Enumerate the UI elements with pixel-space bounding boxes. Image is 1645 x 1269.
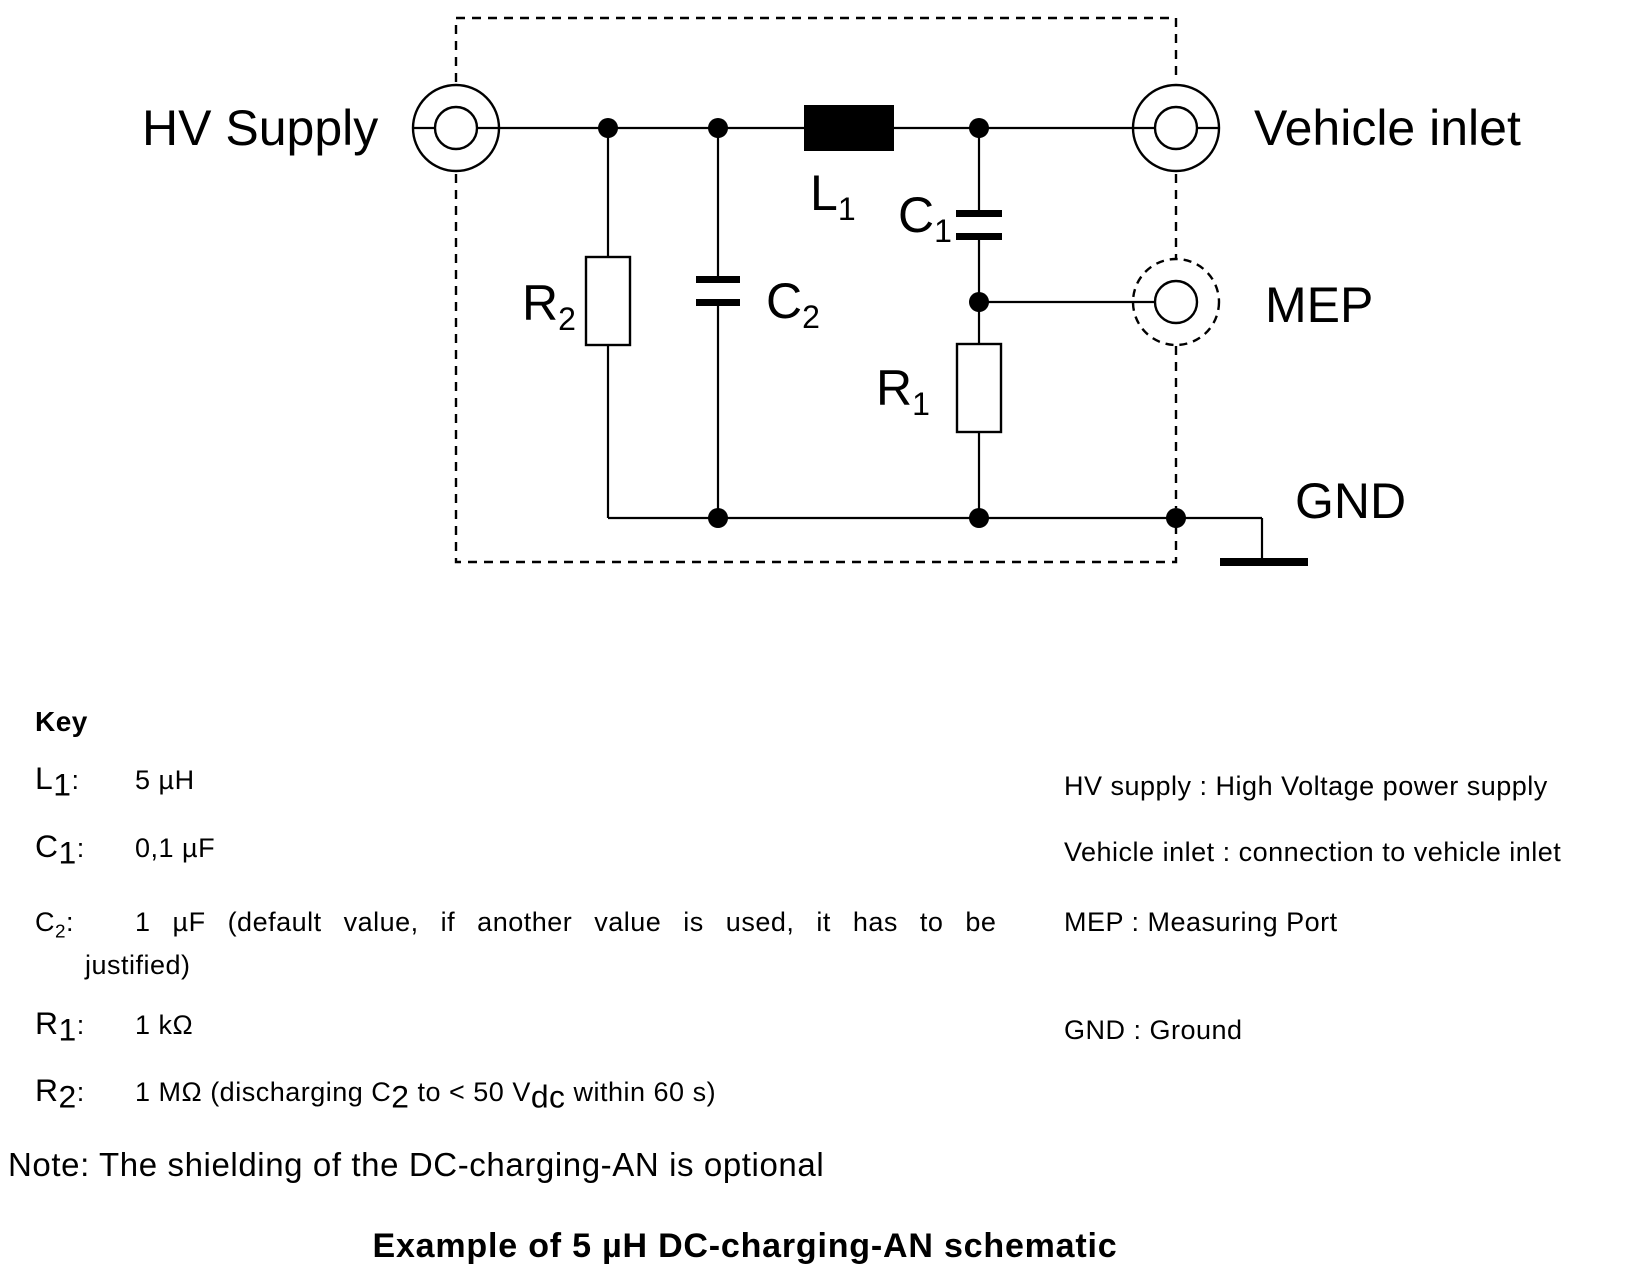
junction-dots — [598, 118, 1186, 528]
figure-caption: Example of 5 µH DC-charging-AN schematic — [372, 1227, 1118, 1265]
shield-enclosure — [454, 16, 1178, 564]
key-item-c2: C2:1 µF (default value, if another value… — [35, 907, 997, 943]
l1-label: L1 — [810, 165, 856, 227]
abbrev-mep: MEP : Measuring Port — [1064, 907, 1338, 937]
hv-supply-label: HV Supply — [142, 100, 378, 156]
key-item-c2-continued: justified) — [85, 950, 191, 980]
r2-label: R2 — [522, 275, 576, 337]
key-title: Key — [35, 706, 88, 737]
capacitor-c1 — [956, 210, 1002, 240]
mep-connector — [1131, 257, 1221, 347]
abbrev-gnd: GND : Ground — [1064, 1015, 1243, 1045]
abbrev-hv-supply: HV supply : High Voltage power supply — [1064, 771, 1548, 801]
resistor-r1 — [955, 342, 1003, 434]
c2-label: C2 — [766, 273, 820, 335]
vehicle-inlet-connector — [1131, 83, 1221, 173]
ground-symbol — [1220, 558, 1308, 566]
key-item-r1: R1:1 kΩ — [35, 1005, 194, 1048]
shielding-note: Note: The shielding of the DC-charging-A… — [8, 1146, 825, 1183]
gnd-label: GND — [1295, 473, 1406, 529]
key-item-l1: L1:5 µH — [35, 760, 195, 803]
inductor-l1 — [804, 105, 894, 151]
c1-label: C1 — [898, 187, 952, 249]
abbrev-vehicle-inlet: Vehicle inlet : connection to vehicle in… — [1064, 837, 1562, 867]
capacitor-c2 — [696, 276, 740, 306]
r1-label: R1 — [876, 360, 930, 422]
key-item-c1: C1:0,1 µF — [35, 828, 216, 871]
mep-label: MEP — [1265, 277, 1373, 333]
vehicle-inlet-label: Vehicle inlet — [1254, 100, 1521, 156]
key-item-r2: R2:1 MΩ (discharging C2 to < 50 Vdc with… — [35, 1072, 717, 1115]
resistor-r2 — [584, 255, 632, 347]
an-schematic-diagram: HV Supply Vehicle inlet MEP GND L1 C1 C2… — [142, 16, 1521, 566]
